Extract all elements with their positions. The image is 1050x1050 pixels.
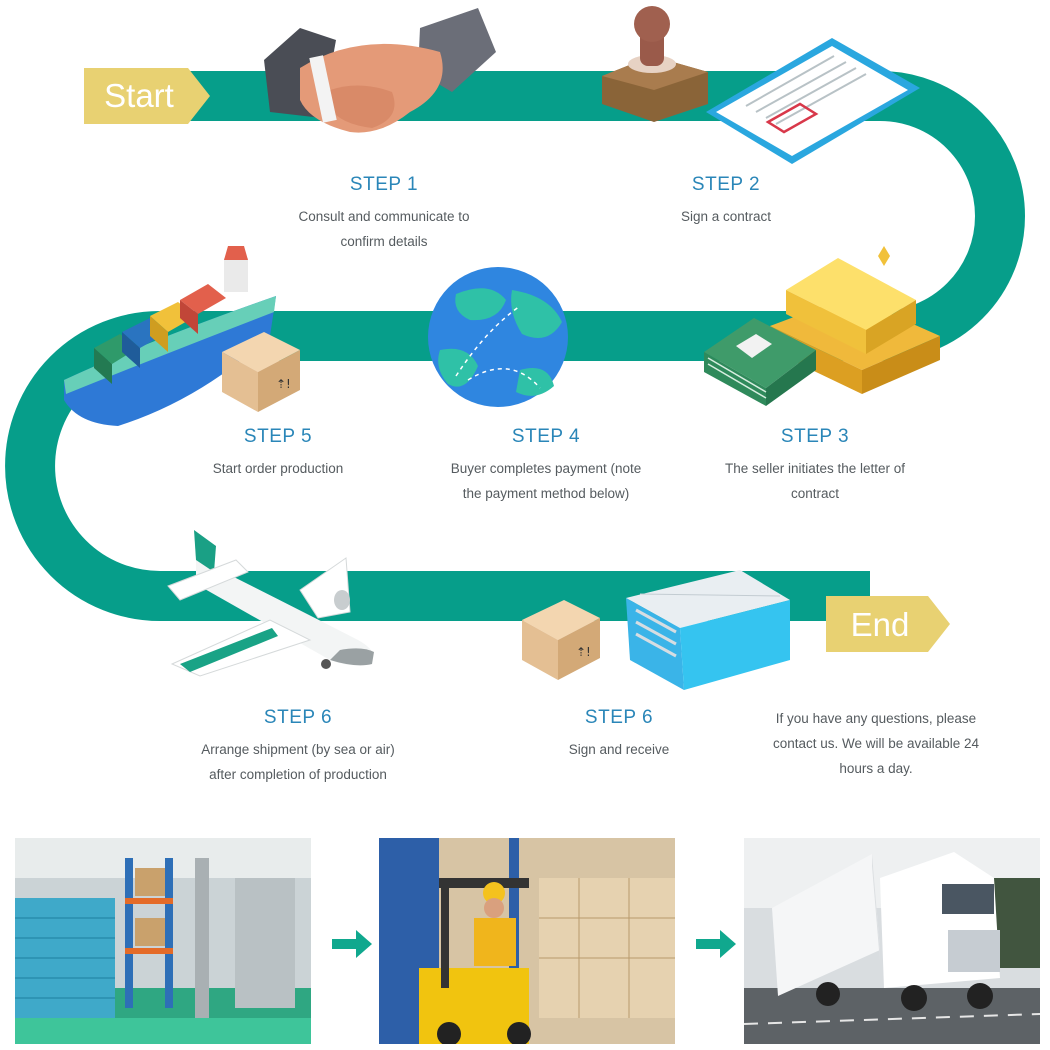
handshake-icon [264,8,496,133]
svg-text:⇡!: ⇡! [276,377,291,391]
shipping-container-icon [626,570,790,690]
airplane-icon [167,530,374,677]
step-6-shipment-title: STEP 6 [263,707,333,728]
step-3: STEP 3 The seller initiates the letter o… [700,426,930,506]
step-2-title: STEP 2 [691,174,761,195]
step-6-receive: STEP 6 Sign and receive [530,707,708,762]
step-5-desc-line-1: Start order production [212,461,344,476]
delivery-truck-photo [744,838,1040,1044]
step-1-title: STEP 1 [349,174,419,195]
contact-note-line-1: If you have any questions, please [775,711,977,726]
svg-text:⇡!: ⇡! [576,645,591,659]
step-1: STEP 1 Consult and communicate to confir… [266,174,502,254]
step-6-receive-title: STEP 6 [584,707,654,728]
step-2: STEP 2 Sign a contract [626,174,826,229]
stamp-icon [602,6,708,122]
cash-stack-icon [704,318,816,406]
cargo-ship-icon [64,246,276,426]
step-1-desc-line-2: confirm details [340,234,428,249]
contract-document-icon [706,38,920,164]
right-arrow-icon [696,930,736,958]
step-5: STEP 5 Start order production [180,426,376,481]
step-6-shipment-desc-line-2: after completion of production [209,767,387,782]
globe-icon [428,267,568,407]
contact-note-line-3: hours a day. [839,761,913,776]
step-5-title: STEP 5 [243,426,313,447]
step-3-desc-line-1: The seller initiates the letter of [724,461,906,476]
step-6-receive-desc-line-1: Sign and receive [568,742,670,757]
step-6-shipment: STEP 6 Arrange shipment (by sea or air) … [180,707,416,787]
warehouse-photo [15,838,311,1044]
end-label: End [851,606,910,643]
cardboard-box-icon: ⇡! [522,600,600,680]
step-4-title: STEP 4 [511,426,581,447]
right-arrow-icon [332,930,372,958]
contact-note: If you have any questions, please contac… [760,706,992,781]
step-2-desc-line-1: Sign a contract [680,209,772,224]
step-1-desc-line-1: Consult and communicate to [298,209,470,224]
step-3-title: STEP 3 [780,426,850,447]
step-6-shipment-desc-line-1: Arrange shipment (by sea or air) [201,742,395,757]
step-4: STEP 4 Buyer completes payment (note the… [430,426,662,506]
forklift-worker-photo [379,838,675,1044]
step-4-desc-line-1: Buyer completes payment (note [450,461,642,476]
start-marker: Start [84,68,210,124]
step-4-desc-line-2: the payment method below) [462,486,630,501]
end-marker: End [826,596,950,652]
cardboard-box-icon: ⇡! [222,332,300,412]
start-label: Start [104,77,174,114]
contact-note-line-2: contact us. We will be available 24 [772,736,980,751]
step-3-desc-line-2: contract [790,486,840,501]
